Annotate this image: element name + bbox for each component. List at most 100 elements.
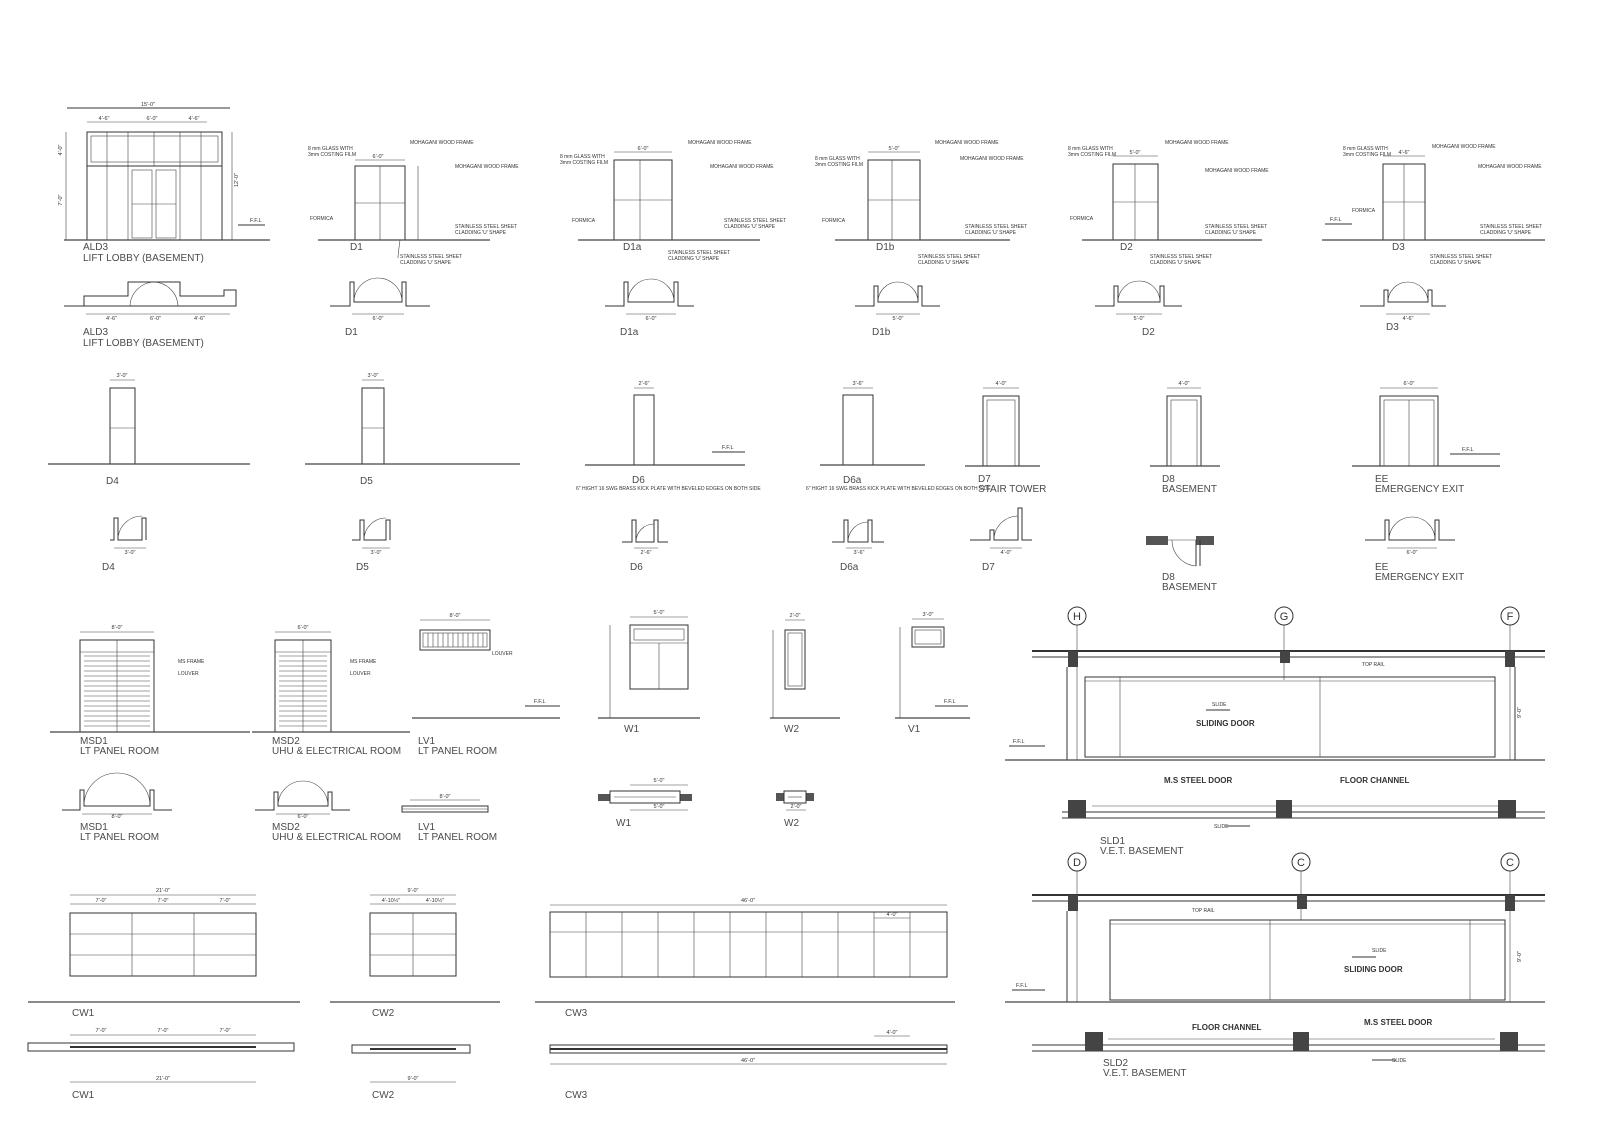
dim-bay: 4'-0"	[887, 912, 898, 918]
note-sliding-door: SLIDING DOOR	[1344, 965, 1403, 974]
note-frame-2: MOHAGANI WOOD FRAME	[1478, 164, 1542, 170]
note-steel: STAINLESS STEEL SHEET	[724, 218, 786, 224]
note-cladding-2: CLADDING 'U' SHAPE	[400, 260, 452, 266]
plan-dim: 6'-0"	[298, 814, 309, 820]
dim-b: 6'-0"	[147, 116, 158, 122]
plan-dim-a: 4'-6"	[106, 316, 117, 322]
dim-a: 4'-6"	[99, 116, 110, 122]
plan-tag: EE	[1375, 562, 1389, 573]
plan-tag: D1a	[620, 327, 639, 338]
note-formica: FORMICA	[572, 218, 596, 224]
plan-dim: 6'-0"	[1407, 550, 1418, 556]
elevation-cw3: 46'-0" 4'-0" CW3	[535, 898, 955, 1019]
plan-dim: 2'-0"	[791, 804, 802, 810]
sliding-door-sld2: D C C TOP RAIL SLIDE SLIDING DOOR FLOOR …	[1005, 852, 1545, 1079]
elevation-w1: 5'-0" W1	[598, 610, 700, 735]
plan-d4: 3'-0" D4	[102, 515, 147, 573]
drawing-tag: D1	[350, 242, 363, 253]
dim-width: 3'-0"	[368, 373, 379, 379]
plan-dim: 6'-0"	[373, 316, 384, 322]
plan-cw1: 7'-0" 7'-0" 7'-0" 21'-0" CW1	[27, 1028, 295, 1101]
note-steel-2: STAINLESS STEEL SHEET	[400, 254, 462, 260]
plan-d6: 2'-6" D6	[622, 519, 668, 573]
note-floor-channel: FLOOR CHANNEL	[1340, 776, 1409, 785]
plan-d6a: 3'-6" D6a	[832, 519, 884, 573]
note-sliding-door: SLIDING DOOR	[1196, 719, 1255, 728]
plan-dim: 46'-0"	[741, 1058, 755, 1064]
plan-bay-3: 7'-0"	[220, 1028, 231, 1034]
drawing-tag: D1a	[623, 242, 642, 253]
dim-c: 4'-6"	[189, 116, 200, 122]
note-top-rail: TOP RAIL	[1362, 662, 1385, 668]
note-cladding: CLADDING 'U' SHAPE	[965, 230, 1017, 236]
note-ms-door: M.S STEEL DOOR	[1364, 1018, 1433, 1027]
note-cladding-2: CLADDING 'U' SHAPE	[918, 260, 970, 266]
note-frame: MOHAGANI WOOD FRAME	[935, 140, 999, 146]
dim-width: 9'-0"	[408, 888, 419, 894]
note-frame-2: MOHAGANI WOOD FRAME	[1205, 168, 1269, 174]
dim-width: 8'-0"	[112, 625, 123, 631]
plan-ald3: 4'-6" 6'-0" 4'-6" ALD3 LIFT LOBBY (BASEM…	[64, 281, 237, 349]
plan-tag: D5	[356, 562, 369, 573]
ffl-label: F.F.L	[250, 218, 262, 224]
elevation-d4: 3'-0" D4	[48, 373, 250, 487]
note-frame-2: MOHAGANI WOOD FRAME	[455, 164, 519, 170]
drawing-tag: D1b	[876, 242, 895, 253]
drawing-tag: W1	[624, 724, 639, 735]
dim-width: 5'-0"	[654, 610, 665, 616]
louver-pattern	[84, 655, 150, 727]
drawing-subtitle: V.E.T. BASEMENT	[1100, 846, 1184, 857]
plan-d1b: 5'-0" D1b	[855, 281, 940, 338]
elevation-msd1: 8'-0" MS FRAME LOUVER MSD1 LT PANEL ROOM	[50, 625, 250, 757]
dim-total: 15'-0"	[141, 102, 155, 108]
drawing-tag: MSD2	[272, 736, 300, 747]
plan-slide: SLIDE	[1392, 1058, 1407, 1064]
ffl-label: F.F.L	[1330, 217, 1342, 223]
plan-d7: 4'-0" D7	[970, 507, 1032, 573]
note-louver: LOUVER	[350, 671, 371, 677]
drawing-subtitle: EMERGENCY EXIT	[1375, 484, 1464, 495]
sliding-door-sld1: H G F TOP RAIL SLIDE SLIDING DOOR M.S ST…	[1005, 606, 1545, 857]
drawing-tag: D6	[632, 475, 645, 486]
drawing-subtitle: BASEMENT	[1162, 484, 1217, 495]
note-steel-2: STAINLESS STEEL SHEET	[668, 250, 730, 256]
note-frame: MS FRAME	[350, 659, 377, 665]
plan-dim: 4'-0"	[1001, 550, 1012, 556]
note-cladding-2: CLADDING 'U' SHAPE	[1150, 260, 1202, 266]
plan-tag: D3	[1386, 322, 1399, 333]
note-formica: FORMICA	[822, 218, 846, 224]
dim-bay-3: 7'-0"	[220, 898, 231, 904]
elevation-d3: 4'-6" 8 mm GLASS WITH 3mm COSTING FILM M…	[1322, 144, 1545, 266]
elevation-msd2: 6'-0" MS FRAME LOUVER MSD2 UHU & ELECTRI…	[252, 625, 410, 757]
note-cladding: CLADDING 'U' SHAPE	[455, 230, 507, 236]
plan-tag: W1	[616, 818, 631, 829]
note-formica: FORMICA	[1352, 208, 1376, 214]
note-ms-door: M.S STEEL DOOR	[1164, 776, 1233, 785]
plan-dim-b: 6'-0"	[150, 316, 161, 322]
plan-slide: SLIDE	[1214, 824, 1229, 830]
note-louver: LOUVER	[492, 651, 513, 657]
drawing-tag: D5	[360, 476, 373, 487]
elevation-d1b: 5'-0" 8 mm GLASS WITH 3mm COSTING FILM M…	[815, 140, 1027, 266]
plan-d3: 4'-6" D3	[1360, 281, 1446, 333]
elevation-d1a: 6'-0" 8 mm GLASS WITH 3mm COSTING FILM M…	[560, 140, 786, 262]
dim-width: 8'-0"	[450, 613, 461, 619]
drawing-tag: EE	[1375, 474, 1389, 485]
note-film: 3mm COSTING FILM	[308, 152, 356, 158]
dim-width: 6'-0"	[1404, 381, 1415, 387]
plan-bay-1: 7'-0"	[96, 1028, 107, 1034]
plan-d1: 6'-0" D1	[330, 277, 430, 338]
elevation-lv1: 8'-0" LOUVER F.F.L LV1 LT PANEL ROOM	[412, 613, 560, 757]
note-steel: STAINLESS STEEL SHEET	[1205, 224, 1267, 230]
plan-dim: 6'-0"	[646, 316, 657, 322]
note-steel-2: STAINLESS STEEL SHEET	[1150, 254, 1212, 260]
drawing-subtitle: LIFT LOBBY (BASEMENT)	[83, 253, 204, 264]
drawing-tag: D6a	[843, 475, 862, 486]
drawing-subtitle: STAIR TOWER	[978, 484, 1046, 495]
plan-dim: 5'-0"	[654, 778, 665, 784]
drawing-tag: LV1	[418, 736, 435, 747]
note-floor-channel: FLOOR CHANNEL	[1192, 1023, 1261, 1032]
plan-tag: CW2	[372, 1090, 395, 1101]
plan-tag: CW1	[72, 1090, 95, 1101]
